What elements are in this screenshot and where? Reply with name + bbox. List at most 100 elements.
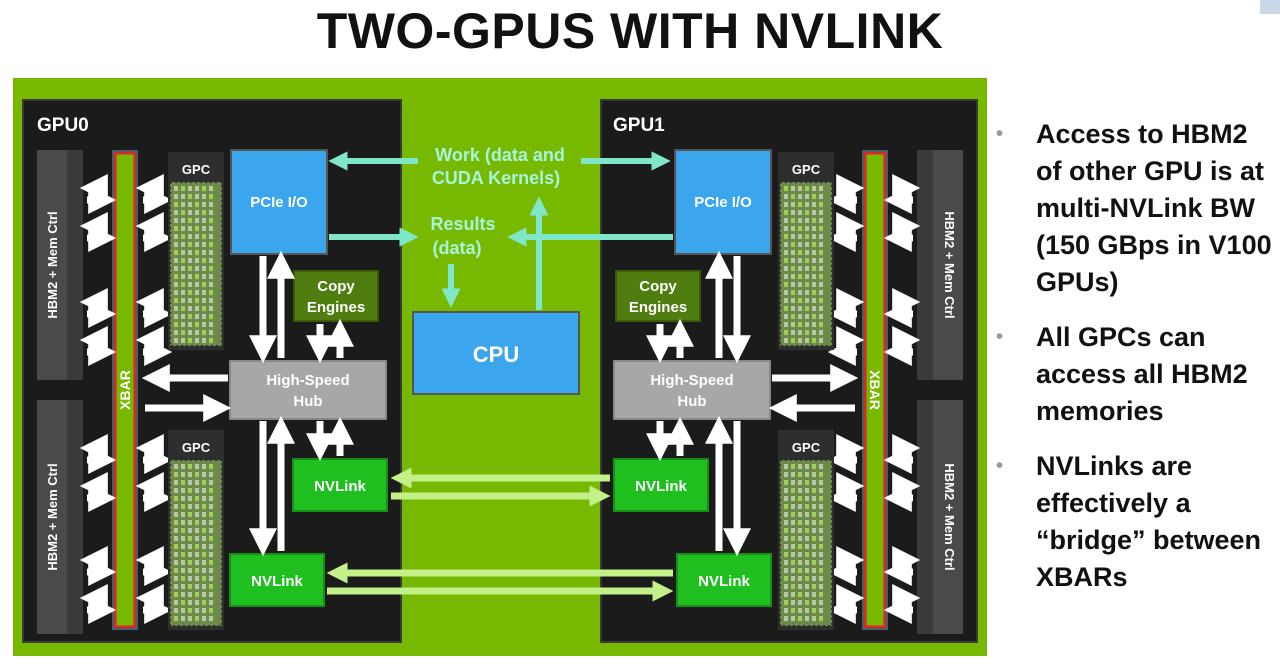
gpc-core-cell	[188, 480, 192, 485]
gpc-core-cell	[209, 496, 213, 501]
work-label: Work (data and	[435, 145, 565, 165]
gpc-core-cell	[209, 584, 213, 589]
gpc-core-cell	[791, 560, 795, 565]
gpc-core-cell	[209, 576, 213, 581]
gpc-core-cell	[181, 592, 185, 597]
gpc-core-cell	[202, 242, 206, 247]
gpc-core-cell	[174, 242, 178, 247]
gpc-core-cell	[791, 218, 795, 223]
gpc-core-cell	[209, 218, 213, 223]
gpc-core-cell	[202, 258, 206, 263]
gpc-core-cell	[195, 528, 199, 533]
gpc-core-cell	[188, 298, 192, 303]
gpc-core-cell	[195, 472, 199, 477]
gpc-core-cell	[202, 274, 206, 279]
gpc-core-cell	[791, 194, 795, 199]
copy-engines-gpu1: Copy Engines	[615, 270, 701, 322]
gpc-core-cell	[181, 504, 185, 509]
gpc-core-cell	[791, 202, 795, 207]
gpc-core-cell	[202, 576, 206, 581]
gpc-core-cell	[812, 186, 816, 191]
gpc-core-cell	[798, 592, 802, 597]
gpc-core-cell	[812, 464, 816, 469]
gpc-gpu1-bottom: GPC	[778, 430, 834, 630]
gpc-core-cell	[812, 338, 816, 343]
gpc-core-cell	[805, 330, 809, 335]
gpc-core-cell	[784, 536, 788, 541]
gpc-core-cell	[181, 258, 185, 263]
gpc-core-cell	[209, 298, 213, 303]
bullet-item: •NVLinks are effectively a “bridge” betw…	[994, 448, 1278, 596]
gpc-core-cell	[174, 472, 178, 477]
gpc-core-cell	[812, 592, 816, 597]
work-label-2: CUDA Kernels)	[432, 168, 560, 188]
gpc-core-cell	[181, 266, 185, 271]
gpc-core-cell	[805, 218, 809, 223]
gpc-core-cell	[209, 464, 213, 469]
gpc-core-cell	[805, 338, 809, 343]
gpc-core-cell	[181, 584, 185, 589]
svg-text:HBM2 + Mem Ctrl: HBM2 + Mem Ctrl	[942, 211, 957, 318]
gpc-core-cell	[209, 552, 213, 557]
gpc-core-cell	[202, 568, 206, 573]
nvlink-gpu0-a: NVLink	[292, 458, 388, 512]
gpc-core-cell	[188, 504, 192, 509]
gpc-core-cell	[784, 322, 788, 327]
gpc-core-cell	[174, 512, 178, 517]
gpc-core-cell	[174, 234, 178, 239]
gpc-core-cell	[209, 306, 213, 311]
hbm-mem-ctrl-bottom-right: HBM2 + Mem Ctrl	[917, 400, 963, 634]
gpc-core-cell	[209, 250, 213, 255]
gpc-core-cell	[798, 338, 802, 343]
gpc-core-cell	[819, 322, 823, 327]
gpc-core-cell	[805, 496, 809, 501]
gpc-core-cell	[812, 544, 816, 549]
xbar-gpu0: XBAR	[112, 150, 138, 630]
gpc-core-cell	[188, 520, 192, 525]
gpc-core-cell	[784, 472, 788, 477]
gpc-core-cell	[202, 592, 206, 597]
two-gpu-nvlink-diagram: GPU0 HBM2 + Mem Ctrl HBM2 + Mem Ctrl XBA…	[13, 78, 987, 656]
gpc-core-cell	[798, 218, 802, 223]
gpc-core-cell	[209, 528, 213, 533]
svg-text:High-Speed: High-Speed	[650, 372, 733, 389]
gpc-core-cell	[784, 290, 788, 295]
gpc-core-cell	[784, 202, 788, 207]
gpc-core-cell	[819, 290, 823, 295]
gpc-core-cell	[195, 234, 199, 239]
gpc-core-cell	[202, 480, 206, 485]
gpc-core-cell	[195, 576, 199, 581]
gpc-core-cell	[812, 274, 816, 279]
gpc-core-cell	[174, 520, 178, 525]
gpc-core-cell	[195, 616, 199, 621]
gpc-core-cell	[805, 512, 809, 517]
gpc-core-cell	[174, 504, 178, 509]
gpu1-hbm-arrows	[883, 174, 921, 624]
gpc-core-cell	[195, 504, 199, 509]
svg-text:HBM2 + Mem Ctrl: HBM2 + Mem Ctrl	[45, 463, 60, 570]
gpc-core-cell	[784, 592, 788, 597]
gpc-core-cell	[805, 266, 809, 271]
gpc-core-cell	[209, 338, 213, 343]
gpc-core-cell	[798, 536, 802, 541]
gpc-core-cell	[819, 242, 823, 247]
gpc-core-cell	[812, 480, 816, 485]
gpc-core-cell	[209, 314, 213, 319]
svg-text:Engines: Engines	[629, 299, 687, 316]
gpc-core-cell	[209, 274, 213, 279]
gpc-core-cell	[784, 568, 788, 573]
gpc-core-cell	[202, 210, 206, 215]
gpc-core-cell	[798, 520, 802, 525]
gpc-core-cell	[798, 544, 802, 549]
gpc-core-cell	[791, 274, 795, 279]
gpc-core-cell	[819, 520, 823, 525]
gpc-core-cell	[202, 218, 206, 223]
gpc-core-cell	[784, 576, 788, 581]
svg-text:NVLink: NVLink	[251, 573, 303, 590]
gpc-core-cell	[174, 592, 178, 597]
gpc-core-cell	[819, 528, 823, 533]
gpc-core-cell	[798, 552, 802, 557]
svg-text:NVLink: NVLink	[698, 573, 750, 590]
gpc-core-cell	[805, 274, 809, 279]
gpc-core-cell	[805, 464, 809, 469]
